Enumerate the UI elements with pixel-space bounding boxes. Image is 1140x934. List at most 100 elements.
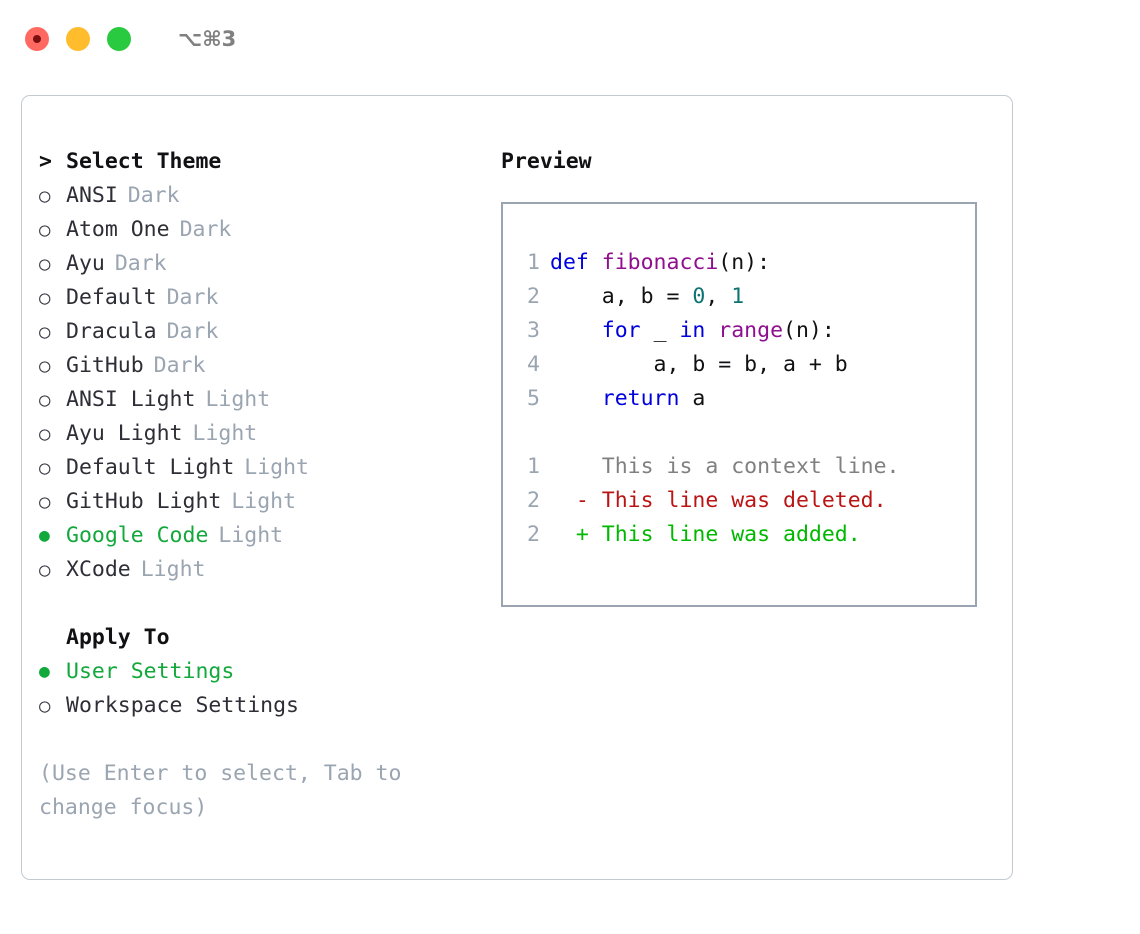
diff-line: 2 - This line was deleted. [516,484,971,518]
keyboard-hint-text: (Use Enter to select, Tab to change focu… [39,761,402,820]
code-token: 1 [731,284,745,309]
apply-to-marker-placeholder [39,621,66,655]
apply-to-list: ●User Settings ○ Workspace Settings [39,655,469,723]
diff-text: + This line was added. [550,522,861,547]
line-number: 1 [527,454,540,479]
line-number: 2 [527,522,540,547]
radio-unselected-icon: ○ [39,389,51,411]
code-token: return [550,386,693,411]
apply-to-option[interactable]: ○ Workspace Settings [39,689,469,723]
keyboard-shortcut-label: ⌥⌘3 [178,27,237,51]
code-token: (n): [718,250,771,275]
theme-variant-label: Dark [153,353,206,378]
line-number: 2 [527,284,540,309]
diff-line: 1 This is a context line. [516,450,971,484]
radio-unselected-icon: ○ [39,287,51,309]
theme-variant-label: Dark [166,285,219,310]
radio-selected-icon: ● [39,525,50,546]
theme-name-label: Ayu [66,251,105,276]
title-bar: ⌥⌘3 [0,0,1140,78]
radio-unselected-icon: ○ [39,185,51,207]
line-number: 3 [527,318,540,343]
diff-line: 2 + This line was added. [516,518,971,552]
diff-text: - This line was deleted. [550,488,887,513]
code-line: 4 a, b = b, a + b [516,348,971,382]
list-spacer [39,587,469,621]
maximize-window-button[interactable] [107,27,131,51]
radio-unselected-icon: ○ [39,457,51,479]
code-token: _ [653,318,680,343]
theme-name-label: Google Code [66,523,209,548]
preview-title: Preview [501,149,592,174]
code-token: def [550,250,602,275]
apply-to-option[interactable]: ●User Settings [39,655,469,689]
radio-unselected-icon: ○ [39,559,51,581]
theme-list-item[interactable]: ○ Atom One Dark [39,213,469,247]
code-line: 2 a, b = 0, 1 [516,280,971,314]
theme-variant-label: Light [218,523,284,548]
theme-name-label: ANSI [66,183,118,208]
theme-variant-label: Light [231,489,297,514]
theme-name-label: GitHub [66,353,144,378]
code-text: for _ in range(n): [550,314,835,348]
apply-to-label: Workspace Settings [66,693,299,718]
theme-list-item[interactable]: ○ GitHub Light Light [39,485,469,519]
window-controls [25,27,131,51]
theme-name-label: GitHub Light [66,489,222,514]
code-token: for [550,318,654,343]
code-text: def fibonacci(n): [550,246,770,280]
radio-unselected-icon: ○ [39,253,51,275]
radio-selected-icon: ● [39,661,50,682]
theme-name-label: XCode [66,557,131,582]
radio-unselected-icon: ○ [39,219,51,241]
select-theme-header: > Select Theme [39,145,469,179]
diff-sample-block: 1 This is a context line.2 - This line w… [516,450,971,552]
close-icon [33,35,41,43]
close-window-button[interactable] [25,27,49,51]
radio-unselected-icon: ○ [39,355,51,377]
section-title: Select Theme [66,149,222,174]
theme-variant-label: Dark [166,319,219,344]
radio-unselected-icon: ○ [39,695,51,717]
code-token: range [718,318,784,343]
diff-text: This is a context line. [550,454,900,479]
theme-list-item[interactable]: ○ GitHub Dark [39,349,469,383]
minimize-window-button[interactable] [66,27,90,51]
radio-unselected-icon: ○ [39,321,51,343]
theme-variant-label: Dark [127,183,180,208]
line-number: 2 [527,488,540,513]
code-text: a, b = 0, 1 [550,280,744,314]
line-number: 5 [527,386,540,411]
code-text: a, b = b, a + b [550,348,848,382]
theme-variant-label: Dark [179,217,232,242]
code-line: 3 for _ in range(n): [516,314,971,348]
code-line: 5 return a [516,382,971,416]
code-token: a [692,386,706,411]
theme-variant-label: Light [205,387,271,412]
theme-name-label: Ayu Light [66,421,183,446]
section-title: Apply To [66,625,170,650]
theme-list-item[interactable]: ○ ANSI Dark [39,179,469,213]
code-token: a, b = [550,284,693,309]
radio-unselected-icon: ○ [39,491,51,513]
code-token: , [705,284,732,309]
theme-name-label: Default Light [66,455,235,480]
theme-list-item[interactable]: ● Google Code Light [39,519,469,553]
theme-name-label: Atom One [66,217,170,242]
